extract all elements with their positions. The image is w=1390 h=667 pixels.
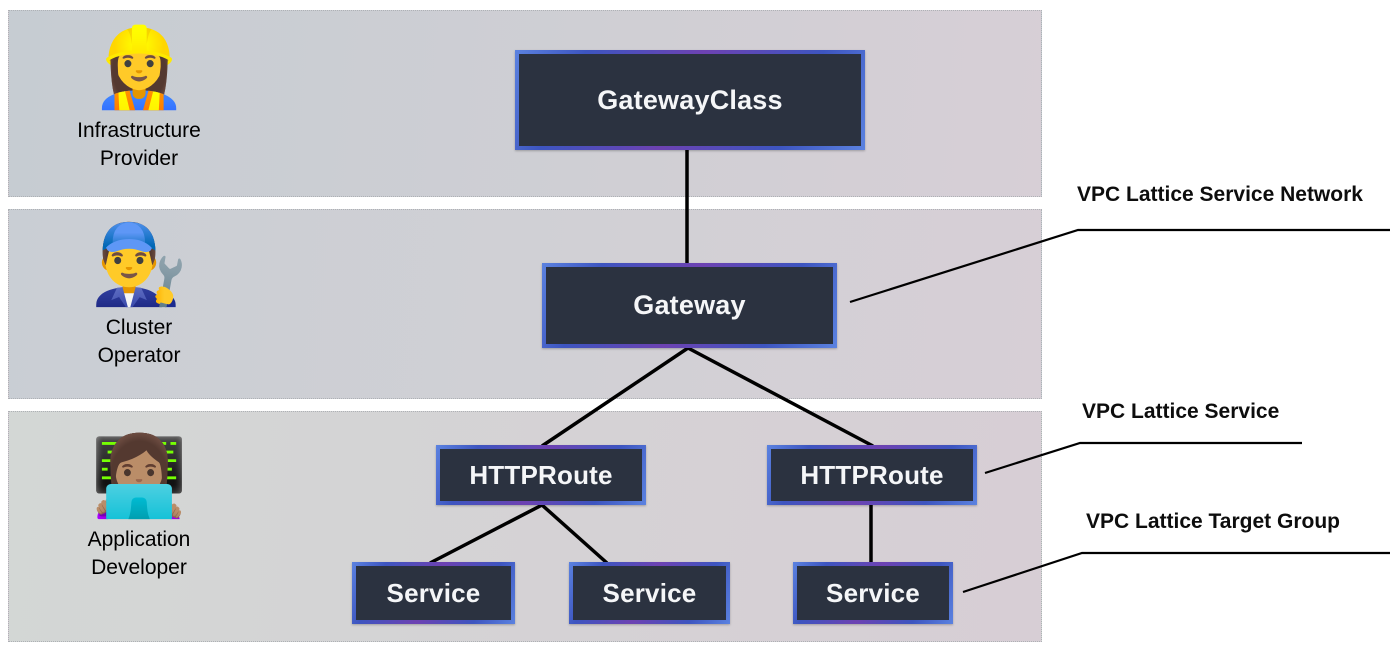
node-service-3: Service (793, 562, 953, 624)
persona-label-application-developer: Application Developer (39, 526, 239, 582)
node-gateway: Gateway (542, 263, 837, 348)
persona-label-line: Application (87, 527, 191, 551)
woman-technologist-icon: 👩🏽‍💻 (90, 432, 188, 520)
persona-application-developer: 👩🏽‍💻 Application Developer (39, 428, 239, 582)
annotation-vpc-lattice-target-group: VPC Lattice Target Group (1086, 510, 1340, 533)
node-service-1-label: Service (356, 566, 511, 620)
persona-label-line: Cluster (105, 315, 173, 339)
persona-label-line: Provider (99, 146, 179, 170)
band-cluster-operator: 👨‍🔧 Cluster Operator (8, 209, 1042, 399)
persona-label-line: Developer (91, 555, 187, 579)
annotation-vpc-lattice-service: VPC Lattice Service (1082, 400, 1280, 423)
man-mechanic-icon: 👨‍🔧 (90, 220, 188, 308)
node-service-2: Service (569, 562, 730, 624)
node-service-2-label: Service (573, 566, 726, 620)
node-httproute-2: HTTPRoute (767, 445, 977, 505)
node-httproute-2-label: HTTPRoute (771, 449, 973, 501)
persona-label-infrastructure-provider: Infrastructure Provider (39, 117, 239, 173)
persona-infrastructure-provider: 👷‍♀️ Infrastructure Provider (39, 19, 239, 173)
persona-label-cluster-operator: Cluster Operator (39, 314, 239, 370)
woman-construction-worker-icon: 👷‍♀️ (90, 23, 188, 111)
node-httproute-1: HTTPRoute (436, 445, 646, 505)
node-gateway-label: Gateway (546, 267, 833, 344)
node-service-3-label: Service (797, 566, 949, 620)
node-httproute-1-label: HTTPRoute (440, 449, 642, 501)
persona-label-line: Operator (97, 343, 181, 367)
node-service-1: Service (352, 562, 515, 624)
persona-cluster-operator: 👨‍🔧 Cluster Operator (39, 216, 239, 370)
persona-label-line: Infrastructure (77, 118, 201, 142)
node-gateway-class: GatewayClass (515, 50, 865, 150)
annotation-vpc-lattice-service-network: VPC Lattice Service Network (1077, 183, 1363, 206)
node-gateway-class-label: GatewayClass (519, 54, 861, 146)
